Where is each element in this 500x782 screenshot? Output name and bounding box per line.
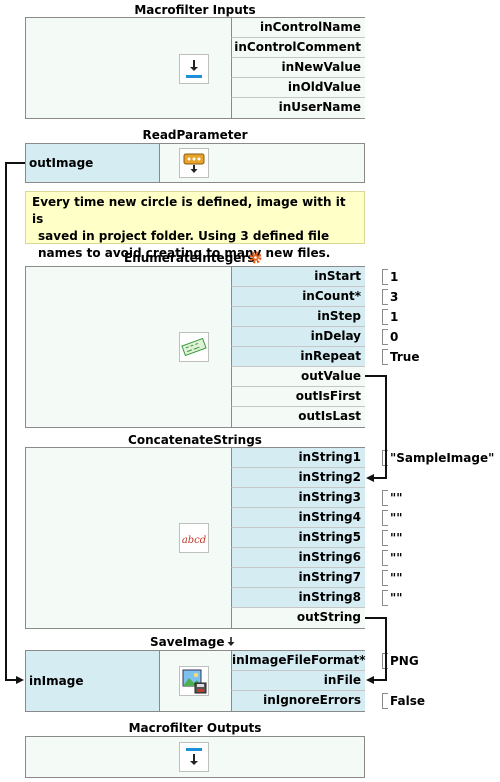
value-in-delay[interactable]: 0 (390, 330, 399, 344)
port-in-string-5[interactable]: inString5 (231, 528, 365, 548)
value-bracket (382, 269, 388, 285)
read-parameter-block[interactable]: outImage (25, 143, 365, 183)
port-in-ignore-errors[interactable]: inIgnoreErrors (231, 691, 365, 711)
port-out-image[interactable]: outImage (26, 144, 160, 182)
value-in-string-5[interactable]: "" (390, 531, 403, 545)
macrofilter-outputs-block[interactable] (25, 736, 365, 778)
port-in-control-comment[interactable]: inControlComment (231, 38, 365, 58)
port-in-count[interactable]: inCount* (231, 287, 365, 307)
value-in-string-4[interactable]: "" (390, 511, 403, 525)
arrow-down-icon (226, 636, 236, 648)
wire-arrow-in-string-2 (366, 474, 374, 482)
wire-out-image-to-in-image (5, 162, 25, 681)
port-out-is-last[interactable]: outIsLast (231, 407, 365, 427)
port-out-is-first[interactable]: outIsFirst (231, 387, 365, 407)
macrofilter-inputs-title: Macrofilter Inputs (134, 3, 256, 17)
value-bracket (382, 590, 388, 606)
port-in-old-value[interactable]: inOldValue (231, 78, 365, 98)
concatenate-strings-icon: abcd (179, 523, 209, 553)
port-in-step[interactable]: inStep (231, 307, 365, 327)
value-bracket (382, 309, 388, 325)
port-in-control-name[interactable]: inControlName (231, 18, 365, 38)
wire-arrow-in-image (16, 676, 24, 684)
port-in-string-2[interactable]: inString2 (231, 468, 365, 488)
port-in-user-name[interactable]: inUserName (231, 98, 365, 118)
port-out-string[interactable]: outString (231, 608, 365, 628)
value-bracket (382, 349, 388, 365)
value-in-repeat[interactable]: True (390, 350, 420, 364)
value-in-start[interactable]: 1 (390, 270, 399, 284)
port-in-string-8[interactable]: inString8 (231, 588, 365, 608)
port-in-start[interactable]: inStart (231, 267, 365, 287)
save-image-icon (179, 666, 209, 696)
port-in-string-7[interactable]: inString7 (231, 568, 365, 588)
port-in-string-6[interactable]: inString6 (231, 548, 365, 568)
enumerate-integers-block[interactable]: inStart inCount* inStep inDelay inRepeat… (25, 266, 365, 428)
enumerate-integers-icon (179, 332, 209, 362)
save-image-block[interactable]: inImage inImageFileFormat* inFile inIgno… (25, 650, 366, 712)
port-in-image-file-format[interactable]: inImageFileFormat* (231, 651, 366, 671)
comment-line-2: saved in project folder. Using 3 defined… (38, 229, 330, 243)
read-parameter-icon (179, 148, 209, 178)
port-out-value[interactable]: outValue (231, 367, 365, 387)
concatenate-strings-block[interactable]: abcd inString1 inString2 inString3 inStr… (25, 447, 365, 629)
port-in-string-4[interactable]: inString4 (231, 508, 365, 528)
macrofilter-outputs-icon (179, 742, 209, 772)
port-in-repeat[interactable]: inRepeat (231, 347, 365, 367)
icon-text: abcd (182, 535, 206, 546)
value-in-step[interactable]: 1 (390, 310, 399, 324)
read-parameter-title: ReadParameter (142, 128, 248, 142)
port-in-image[interactable]: inImage (26, 651, 160, 711)
value-in-string-6[interactable]: "" (390, 551, 403, 565)
wire-arrow-in-file (366, 676, 374, 684)
value-bracket (382, 570, 388, 586)
value-in-string-7[interactable]: "" (390, 571, 403, 585)
port-in-file[interactable]: inFile (231, 671, 365, 691)
macrofilter-inputs-block[interactable]: inControlName inControlComment inNewValu… (25, 17, 365, 119)
macrofilter-outputs-title: Macrofilter Outputs (128, 721, 262, 735)
value-in-string-1[interactable]: "SampleImage" (390, 451, 495, 465)
value-in-string-8[interactable]: "" (390, 591, 403, 605)
value-bracket (382, 530, 388, 546)
port-in-new-value[interactable]: inNewValue (231, 58, 365, 78)
gear-icon[interactable] (249, 251, 262, 264)
value-in-count[interactable]: 3 (390, 290, 399, 304)
value-bracket (382, 510, 388, 526)
value-bracket (382, 693, 388, 709)
value-bracket (382, 490, 388, 506)
comment-note: Every time new circle is defined, image … (25, 191, 365, 260)
value-bracket (382, 329, 388, 345)
value-in-ignore-errors[interactable]: False (390, 694, 425, 708)
port-in-delay[interactable]: inDelay (231, 327, 365, 347)
port-in-string-1[interactable]: inString1 (231, 448, 365, 468)
port-in-string-3[interactable]: inString3 (231, 488, 365, 508)
value-in-string-3[interactable]: "" (390, 491, 403, 505)
value-bracket (382, 550, 388, 566)
concatenate-strings-title: ConcatenateStrings (128, 433, 262, 447)
value-bracket (382, 289, 388, 305)
wire-out-value-to-in-string-2 (365, 375, 387, 479)
enumerate-integers-title: EnumerateIntegers (124, 251, 255, 265)
comment-line-1: Every time new circle is defined, image … (32, 195, 346, 226)
wire-out-string-to-in-file (365, 617, 387, 681)
save-image-title: SaveImage (150, 635, 225, 649)
value-in-image-file-format[interactable]: PNG (390, 654, 419, 668)
macrofilter-inputs-icon (179, 54, 209, 84)
